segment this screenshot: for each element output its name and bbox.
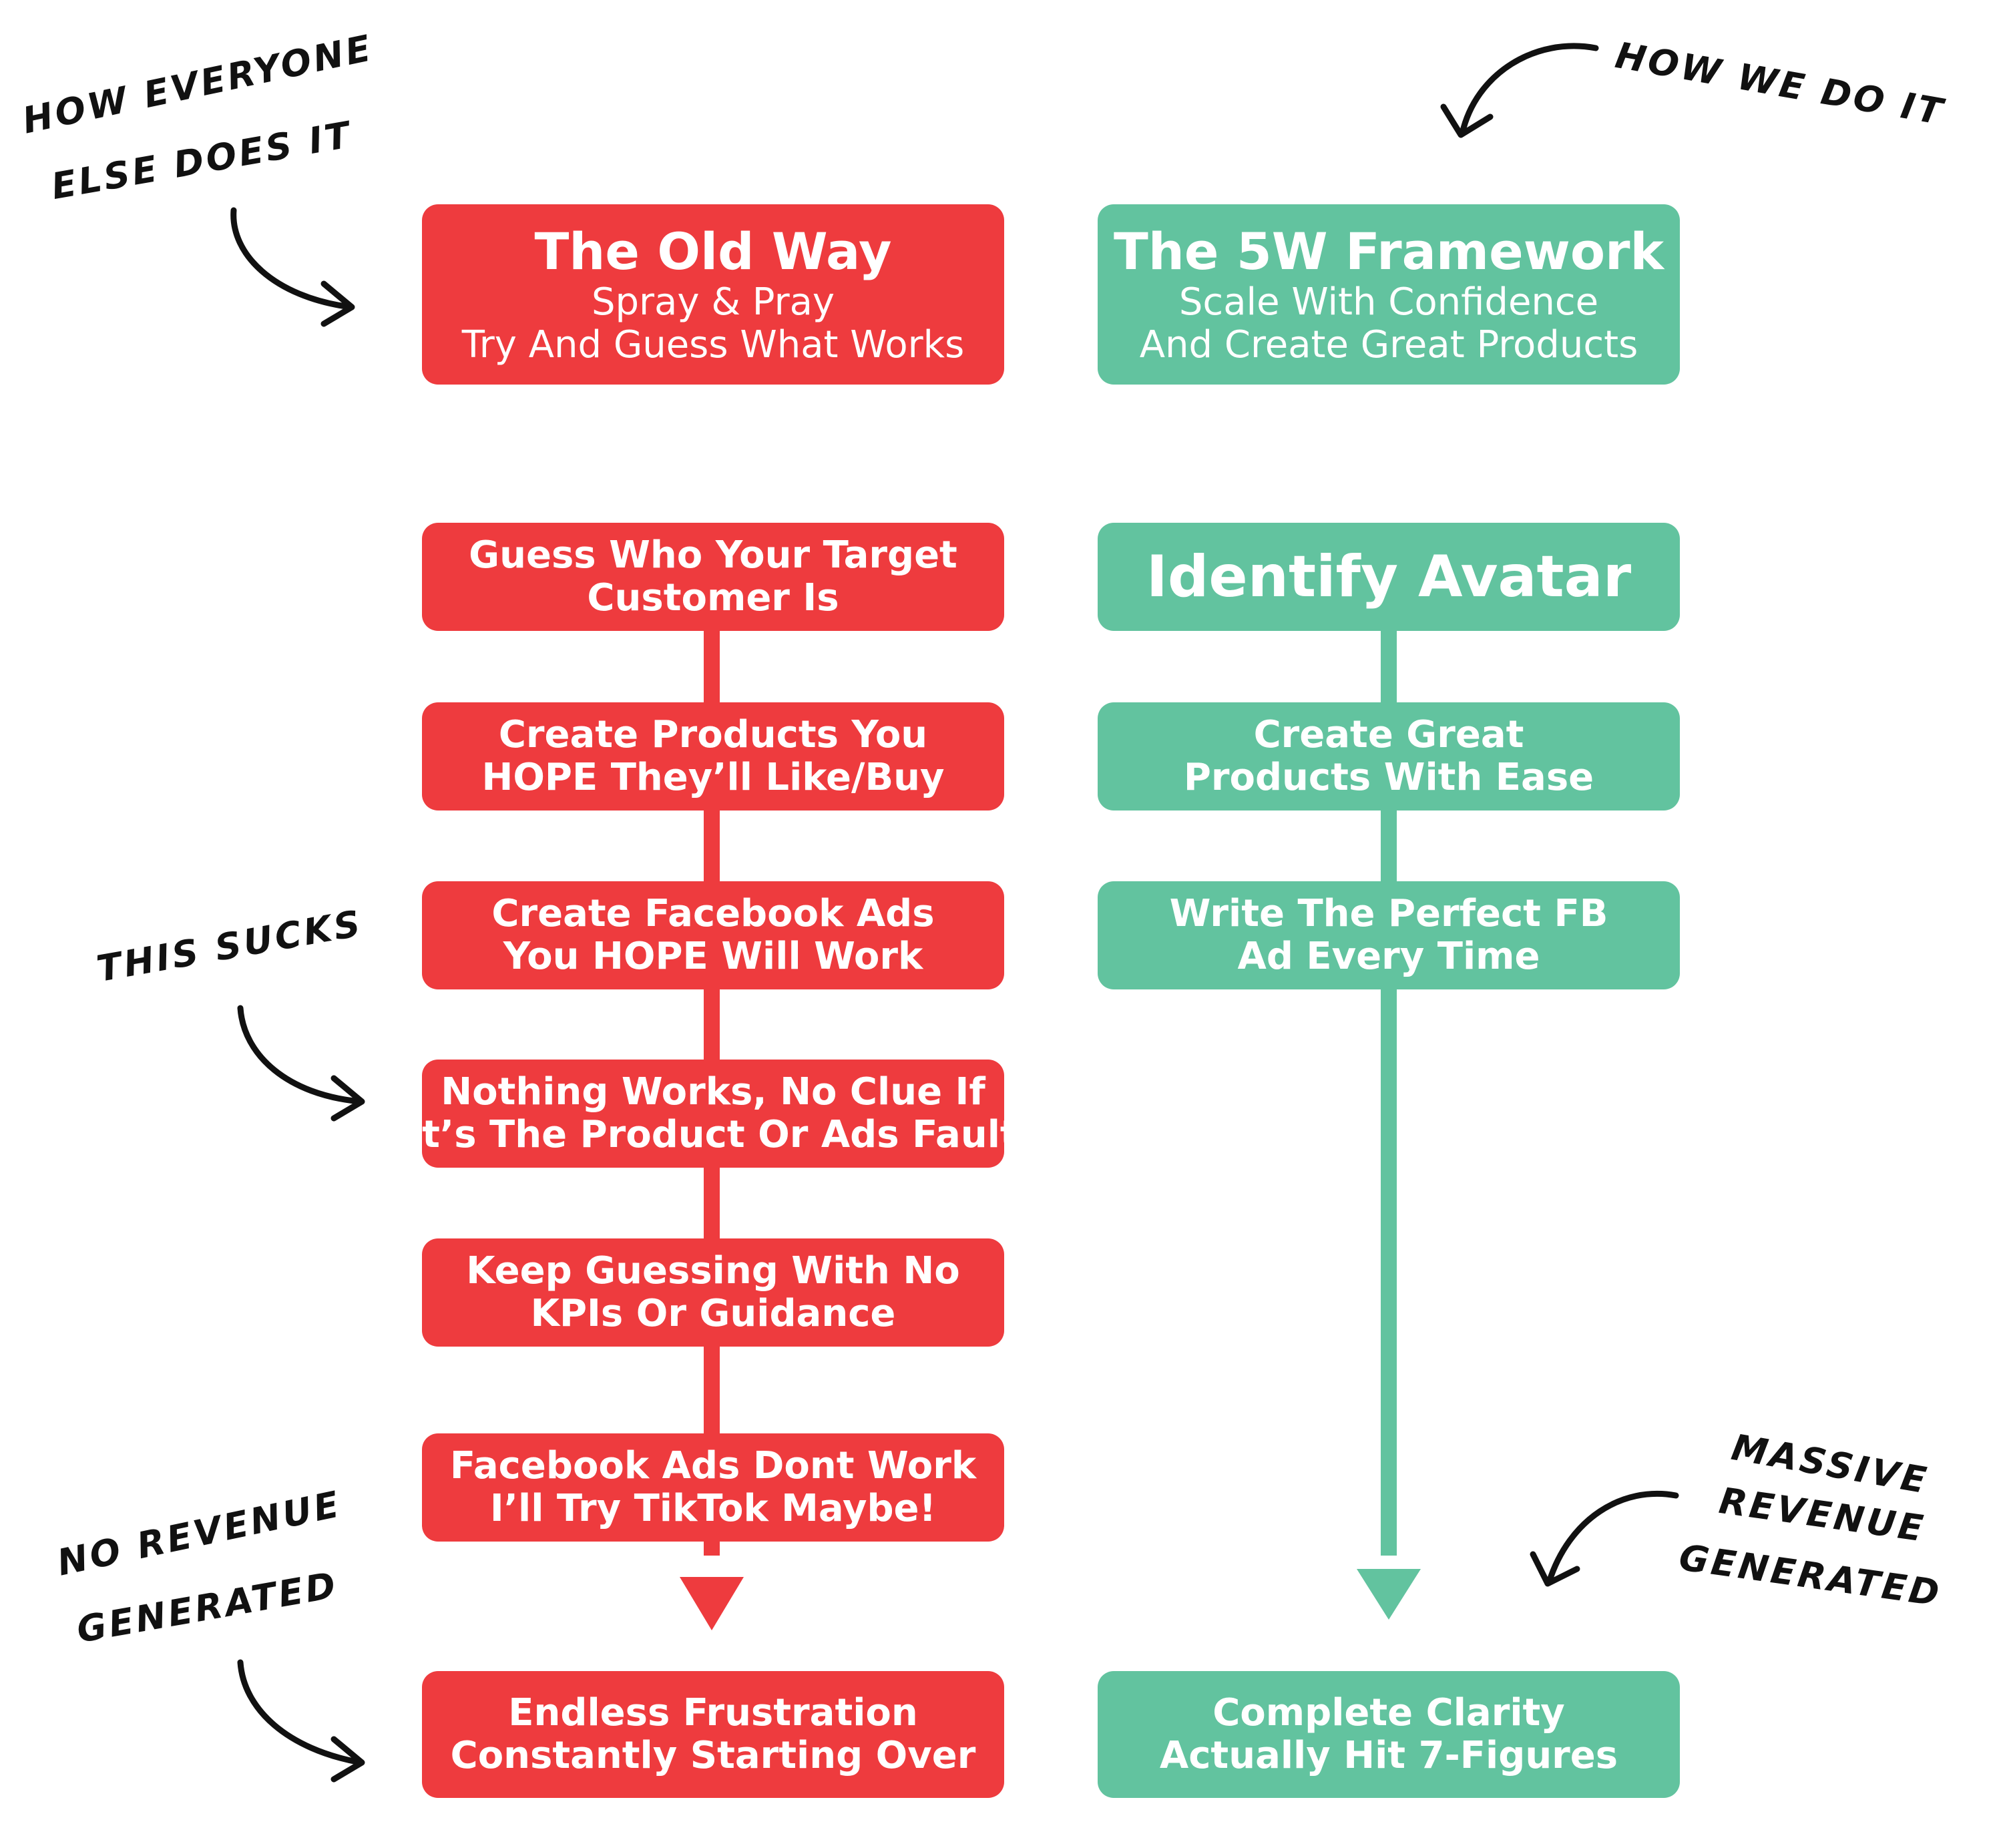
step-line: Write The Perfect FB	[1169, 892, 1608, 935]
step-line: Ad Every Time	[1237, 935, 1540, 978]
step-line: KPIs Or Guidance	[530, 1292, 896, 1335]
framework-subtitle-2: And Create Great Products	[1139, 323, 1638, 367]
step-line: I’ll Try TikTok Maybe!	[489, 1487, 937, 1530]
old-way-step-6: Facebook Ads Dont Work I’ll Try TikTok M…	[422, 1433, 1004, 1542]
framework-step-3: Write The Perfect FB Ad Every Time	[1098, 881, 1680, 989]
no-revenue-arrowhead-icon	[330, 1736, 365, 1783]
old-way-header: The Old Way Spray & Pray Try And Guess W…	[422, 204, 1004, 385]
result-line: Complete Clarity	[1212, 1691, 1565, 1735]
step-line: Create Products You	[498, 713, 928, 756]
framework-step-1: Identify Avatar	[1098, 523, 1680, 631]
this-sucks-arrowhead-icon	[330, 1075, 365, 1122]
old-way-step-1: Guess Who Your Target Customer Is	[422, 523, 1004, 631]
result-line: Constantly Starting Over	[450, 1734, 976, 1777]
step-line: Guess Who Your Target	[469, 533, 957, 577]
step-line: Products With Ease	[1183, 756, 1594, 799]
old-way-step-3: Create Facebook Ads You HOPE Will Work	[422, 881, 1004, 989]
step-line: Customer Is	[587, 576, 839, 620]
no-revenue-arrow-icon	[237, 1659, 364, 1766]
step-line: Keep Guessing With No	[466, 1249, 960, 1293]
framework-header: The 5W Framework Scale With Confidence A…	[1098, 204, 1680, 385]
we-do-it-arrow-icon	[1459, 43, 1599, 137]
old-way-step-2: Create Products You HOPE They’ll Like/Bu…	[422, 702, 1004, 811]
old-way-step-4: Nothing Works, No Clue If It’s The Produ…	[408, 1060, 1018, 1168]
massive-revenue-arrow-icon	[1546, 1490, 1679, 1586]
step-line: Facebook Ads Dont Work	[449, 1444, 977, 1487]
old-way-result: Endless Frustration Constantly Starting …	[422, 1671, 1004, 1798]
we-do-it-arrowhead-icon	[1440, 103, 1494, 138]
step-line: You HOPE Will Work	[503, 935, 923, 978]
old-way-title: The Old Way	[534, 222, 892, 281]
framework-subtitle-1: Scale With Confidence	[1178, 280, 1599, 324]
everyone-else-arrowhead-icon	[320, 280, 355, 327]
step-line: Nothing Works, No Clue If	[441, 1070, 985, 1114]
right-arrowhead	[1357, 1569, 1421, 1620]
massive-revenue-arrowhead-icon	[1530, 1551, 1580, 1587]
framework-title: The 5W Framework	[1113, 222, 1664, 281]
result-line: Actually Hit 7-Figures	[1159, 1734, 1618, 1777]
step-line: It’s The Product Or Ads Fault	[408, 1113, 1018, 1156]
result-line: Endless Frustration	[508, 1691, 918, 1735]
left-arrowhead	[680, 1577, 744, 1630]
everyone-else-arrow-icon	[230, 207, 354, 310]
step-line: Create Facebook Ads	[491, 892, 935, 935]
framework-step-2: Create Great Products With Ease	[1098, 702, 1680, 811]
step-line: Create Great	[1253, 713, 1524, 756]
old-way-subtitle-2: Try And Guess What Works	[461, 323, 965, 367]
framework-result: Complete Clarity Actually Hit 7-Figures	[1098, 1671, 1680, 1798]
step-line: HOPE They’ll Like/Buy	[481, 756, 945, 799]
old-way-step-5: Keep Guessing With No KPIs Or Guidance	[422, 1238, 1004, 1347]
old-way-subtitle-1: Spray & Pray	[591, 280, 835, 324]
step-line: Identify Avatar	[1146, 543, 1632, 610]
this-sucks-arrow-icon	[237, 1005, 364, 1105]
